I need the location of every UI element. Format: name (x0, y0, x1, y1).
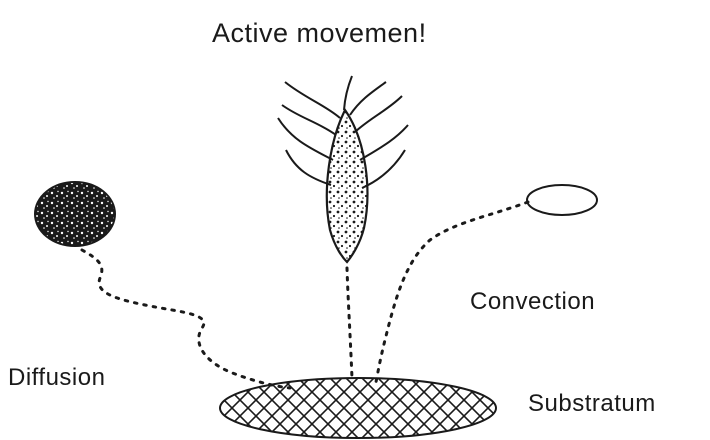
convection-label: Convection (470, 288, 595, 316)
diffusion-path (82, 250, 290, 388)
substratum-disc (220, 378, 496, 438)
active-movement-label: Active movemen! (212, 18, 427, 49)
substratum-label: Substratum (528, 390, 656, 418)
diffusion-particle (35, 182, 115, 246)
active-movement-path (347, 268, 352, 378)
diffusion-label: Diffusion (8, 364, 105, 392)
active-organism (278, 76, 408, 262)
convection-particle (527, 185, 597, 215)
